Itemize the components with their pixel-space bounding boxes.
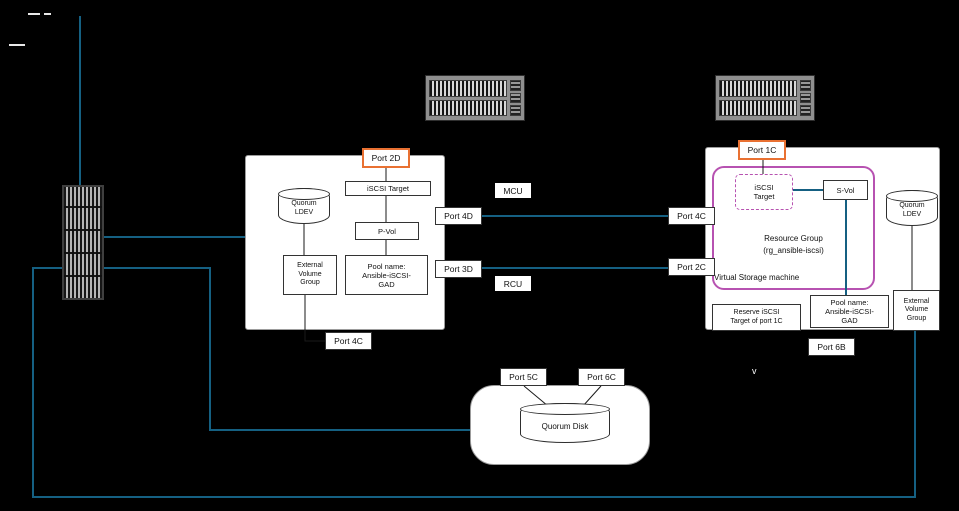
- line-outer-loop-to-rcu-external: [32, 267, 916, 498]
- resource-group-title: Resource Group: [764, 234, 823, 243]
- mcu-quorum-ldev-label: Quorum LDEV: [291, 200, 317, 216]
- mcu-iscsi-target-box: iSCSI Target: [345, 181, 431, 196]
- quorum-disk-cylinder: Quorum Disk: [520, 403, 610, 443]
- port-6b: Port 6B: [808, 338, 855, 356]
- port-4c-rcu: Port 4C: [668, 207, 715, 225]
- line-extvol-to-port4c: [304, 295, 326, 342]
- mcu-pool-box: Pool name: Ansible-iSCSI- GAD: [345, 255, 428, 295]
- stray-v-mark: v: [752, 366, 757, 376]
- port-6c: Port 6C: [578, 368, 625, 386]
- unreadable-text-artifact: [28, 13, 40, 15]
- mcu-quorum-ldev-cylinder: Quorum LDEV: [278, 188, 330, 224]
- port-5c: Port 5C: [500, 368, 547, 386]
- mcu-external-volume-group-box: External Volume Group: [283, 255, 337, 295]
- mcu-link-label: MCU: [495, 183, 531, 198]
- rcu-external-volume-group-box: External Volume Group: [893, 290, 940, 331]
- rcu-quorum-ldev-cylinder: Quorum LDEV: [886, 190, 938, 226]
- rcu-iscsi-target-box: iSCSI Target: [735, 174, 793, 210]
- rcu-link-label: RCU: [495, 276, 531, 291]
- disk-slots: [429, 80, 507, 116]
- unreadable-text-artifact: [44, 13, 51, 15]
- rcu-svol-box: S-Vol: [823, 180, 868, 200]
- port-4c-mcu: Port 4C: [325, 332, 372, 350]
- line-port6c-to-disk: [582, 385, 602, 407]
- storage-array-image-left: [425, 75, 525, 121]
- controller-slots: [510, 80, 521, 117]
- line-server-to-quorum-box: [104, 267, 472, 431]
- port-1c: Port 1C: [738, 140, 786, 160]
- port-2d: Port 2D: [362, 148, 410, 168]
- unreadable-text-artifact: [9, 44, 25, 46]
- port-3d: Port 3D: [435, 260, 482, 278]
- resource-group-box: [712, 166, 875, 290]
- host-server-image: [62, 185, 104, 300]
- disk-slots: [719, 80, 797, 116]
- port-4d: Port 4D: [435, 207, 482, 225]
- controller-slots: [800, 80, 811, 117]
- resource-group-name: (rg_ansible-iscsi): [763, 246, 824, 255]
- virtual-storage-machine-label: Virtual Storage machine: [714, 273, 800, 282]
- rcu-pool-box: Pool name: Ansible-iSCSI- GAD: [810, 295, 889, 328]
- mcu-pvol-box: P-Vol: [355, 222, 419, 240]
- quorum-disk-label: Quorum Disk: [541, 422, 589, 432]
- reserve-iscsi-target-box: Reserve iSCSI Target of port 1C: [712, 304, 801, 331]
- rcu-quorum-ldev-label: Quorum LDEV: [899, 202, 925, 218]
- port-2c: Port 2C: [668, 258, 715, 276]
- storage-array-image-right: [715, 75, 815, 121]
